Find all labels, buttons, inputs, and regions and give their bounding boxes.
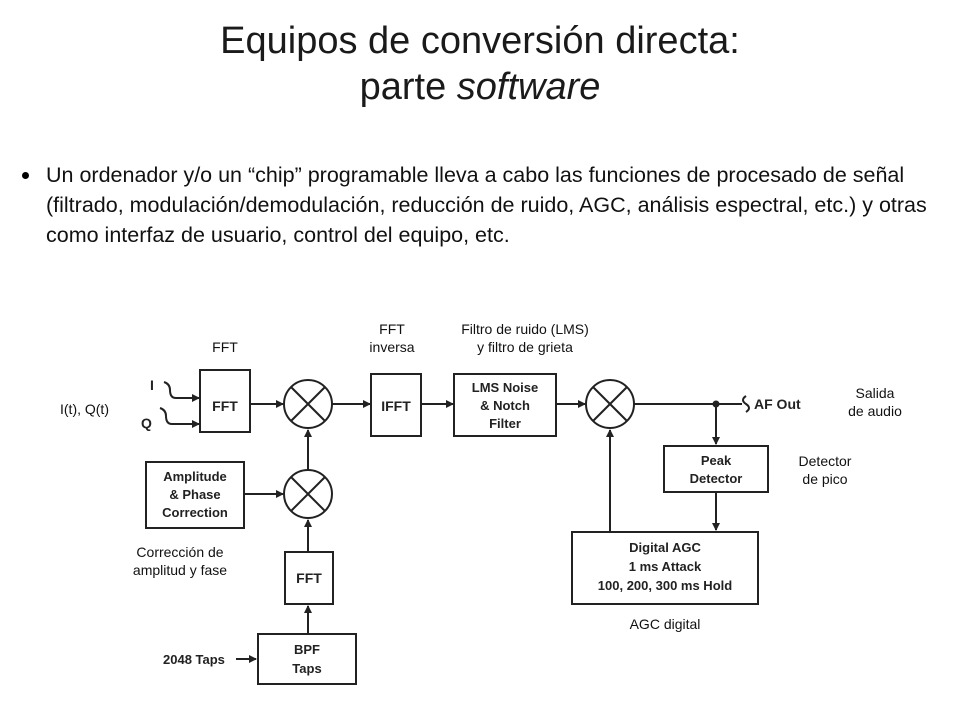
input-i-label: I [150, 377, 154, 393]
af-out-tick [742, 395, 750, 413]
mixer-2-icon [585, 379, 635, 429]
label-salida: Salida de audio [830, 384, 920, 420]
title-line-2-prefix: parte [359, 66, 457, 108]
bullet-dot [22, 172, 29, 179]
label-detector-1: Detector [798, 453, 852, 469]
lms-line-3: Filter [489, 416, 521, 431]
label-fft-inversa: FFT inversa [352, 320, 432, 356]
lms-line-1: LMS Noise [472, 380, 538, 395]
label-fft: FFT [212, 339, 238, 355]
lms-line-2: & Notch [480, 398, 530, 413]
agc-line-3: 100, 200, 300 ms Hold [598, 578, 732, 593]
peak-line-2: Detector [690, 471, 743, 486]
slide-title: Equipos de conversión directa: parte sof… [0, 18, 960, 110]
label-fft-inversa-1: FFT [379, 321, 405, 337]
title-line-2-italic: software [456, 66, 601, 108]
input-q-arrow [159, 407, 200, 428]
agc-line-2: 1 ms Attack [629, 559, 702, 574]
mixer-1-icon [283, 379, 333, 429]
input-i-arrow [163, 381, 200, 402]
bpf-line-2: Taps [292, 661, 321, 676]
fft-block-text: FFT [212, 398, 238, 414]
label-salida-2: de audio [848, 403, 902, 419]
amp-line-3: Correction [162, 505, 228, 520]
bullet-text: Un ordenador y/o un “chip” programable l… [46, 163, 927, 247]
title-line-1: Equipos de conversión directa: [220, 20, 740, 62]
agc-line-1: Digital AGC [629, 540, 701, 555]
af-out-label: AF Out [754, 396, 801, 412]
amp-line-1: Amplitude [163, 469, 227, 484]
label-iq: I(t), Q(t) [60, 401, 109, 417]
taps-label: 2048 Taps [163, 652, 225, 667]
label-agc-digital: AGC digital [629, 616, 701, 632]
mixer-3-icon [283, 469, 333, 519]
label-detector-2: de pico [802, 471, 848, 487]
ifft-block-text: IFFT [381, 398, 411, 414]
amp-line-2: & Phase [169, 487, 220, 502]
label-detector: Detector de pico [780, 452, 870, 488]
fft-block [199, 369, 251, 433]
digital-agc-block [571, 531, 759, 605]
peak-line-1: Peak [701, 453, 732, 468]
label-correccion: Corrección de amplitud y fase [110, 543, 250, 579]
title-line-2: parte software [0, 64, 960, 110]
input-q-label: Q [141, 415, 152, 431]
label-fft-inversa-2: inversa [369, 339, 415, 355]
label-filtro-1: Filtro de ruido (LMS) [461, 321, 589, 337]
label-filtro: Filtro de ruido (LMS) y filtro de grieta [430, 320, 620, 356]
fft-bottom-text: FFT [296, 570, 322, 586]
label-filtro-2: y filtro de grieta [477, 339, 573, 355]
label-correccion-2: amplitud y fase [132, 562, 228, 578]
label-correccion-1: Corrección de [136, 544, 224, 560]
label-salida-1: Salida [855, 385, 895, 401]
bpf-line-1: BPF [294, 642, 320, 657]
